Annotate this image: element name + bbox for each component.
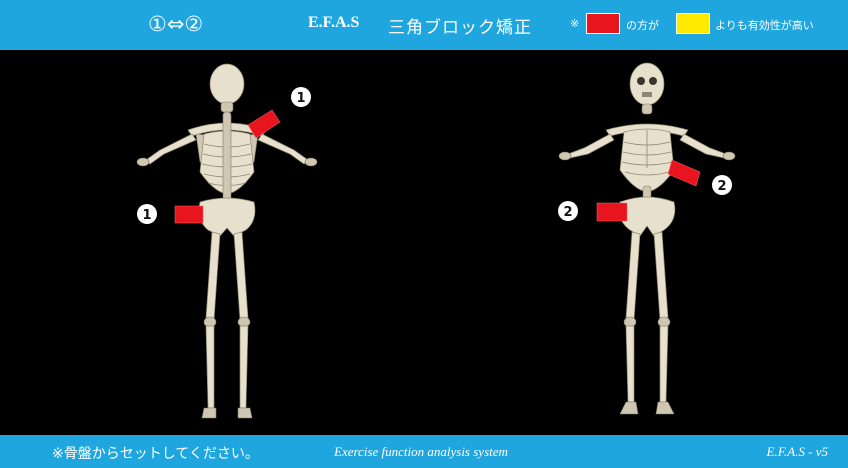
swap-sides-button[interactable]: ①⇔② (148, 12, 203, 36)
teeth (642, 92, 652, 97)
left-tibia (206, 326, 214, 408)
header-bar: ①⇔② E.F.A.S 三角ブロック矯正 ※ の方が よりも有効性が高い (0, 0, 848, 50)
legend-note-mark: ※ (570, 17, 579, 30)
right-femur-front (654, 232, 668, 320)
left-arm-front (568, 134, 614, 158)
marker-1-lower: 1 (137, 204, 157, 224)
svg-text:1: 1 (142, 208, 151, 223)
footer-bar: ※骨盤からセットしてください。 Exercise function analys… (0, 435, 848, 468)
page-title: 三角ブロック矯正 (388, 13, 532, 38)
system-name: Exercise function analysis system (334, 444, 508, 460)
pelvis-block-red-left[interactable] (175, 206, 203, 223)
right-arm-front (680, 134, 726, 158)
brand-label: E.F.A.S (308, 14, 359, 32)
pelvis-front (619, 197, 675, 236)
left-knee (204, 317, 216, 327)
right-tibia-front (660, 326, 668, 402)
left-skeleton (137, 64, 317, 418)
right-foot (238, 408, 252, 418)
version-label: E.F.A.S - v5 (767, 444, 829, 460)
right-skeleton (559, 63, 735, 414)
left-hand (137, 158, 149, 166)
legend-red-text: の方が (626, 17, 659, 33)
skull-front (630, 63, 664, 105)
red-block-swatch (586, 13, 620, 34)
instruction-text: ※骨盤からセットしてください。 (52, 443, 259, 463)
left-hand-front (559, 152, 571, 160)
skull (210, 64, 244, 104)
right-hand (305, 158, 317, 166)
skeleton-canvas: 1 1 (0, 50, 848, 435)
neck-front (642, 104, 652, 114)
marker-1-upper: 1 (291, 87, 311, 107)
marker-2-lower: 2 (558, 201, 578, 221)
right-knee (238, 317, 250, 327)
right-knee-front (658, 317, 670, 327)
left-tibia-front (626, 326, 634, 402)
pelvis (199, 198, 255, 236)
right-foot-front (656, 402, 674, 414)
left-femur-front (626, 232, 640, 320)
left-foot (202, 408, 216, 418)
pelvis-block-red-right[interactable] (597, 203, 627, 221)
legend-yellow-text: よりも有効性が高い (715, 17, 814, 33)
left-knee-front (624, 317, 636, 327)
left-upper-arm (146, 134, 196, 164)
yellow-block-swatch (676, 13, 710, 34)
spine (223, 112, 231, 212)
right-femur (234, 232, 248, 320)
right-hand-front (723, 152, 735, 160)
rib-block-red[interactable] (668, 160, 700, 186)
marker-2-upper: 2 (712, 175, 732, 195)
shoulder-block-red[interactable] (248, 110, 280, 138)
right-eye-socket (649, 77, 657, 85)
neck (221, 102, 233, 112)
right-tibia (240, 326, 248, 408)
right-upper-arm (258, 134, 308, 164)
svg-text:2: 2 (563, 205, 572, 220)
svg-text:1: 1 (296, 91, 305, 106)
skeleton-view-area: 1 1 (0, 50, 848, 435)
left-femur (206, 232, 220, 320)
left-eye-socket (637, 77, 645, 85)
left-foot-front (620, 402, 638, 414)
svg-text:2: 2 (717, 179, 726, 194)
